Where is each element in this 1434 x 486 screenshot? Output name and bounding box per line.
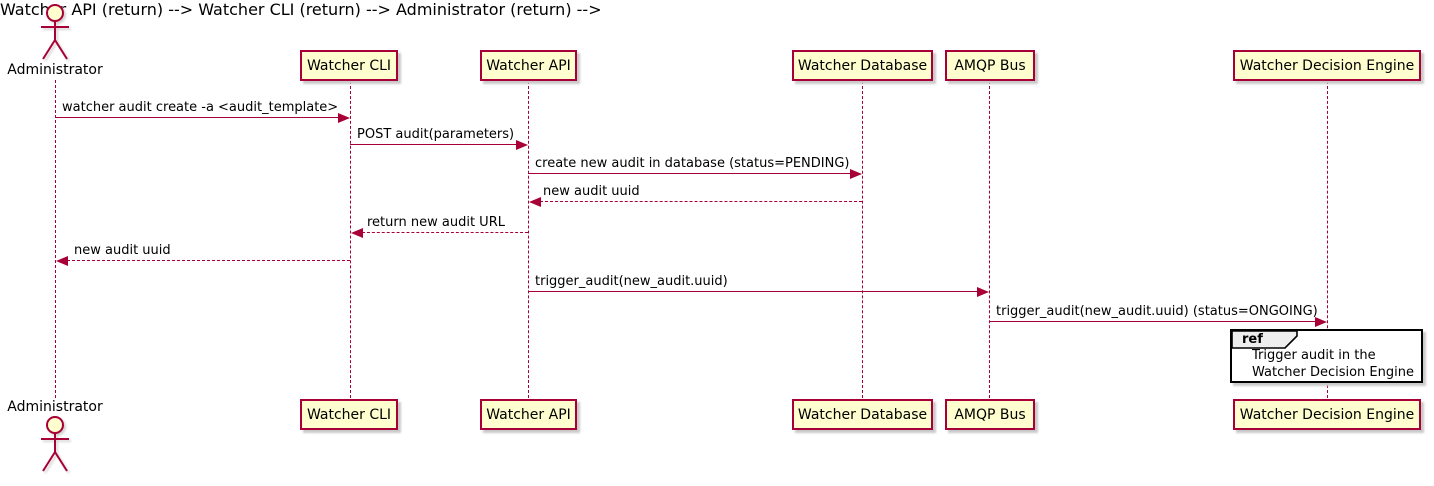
participant-amqp-bus-bottom: AMQP Bus xyxy=(945,399,1035,430)
message-label-return-audit-url: return new audit URL xyxy=(367,215,505,230)
message-label-new-audit-uuid: new audit uuid xyxy=(543,184,640,199)
arrowhead-right-icon xyxy=(338,113,350,123)
message-label-post-audit: POST audit(parameters) xyxy=(357,127,515,142)
message-line xyxy=(989,321,1316,322)
arrowhead-right-icon xyxy=(850,169,862,179)
message-line xyxy=(67,260,350,261)
ref-text-line-1: Trigger audit in the xyxy=(1252,348,1376,363)
message-line xyxy=(540,201,862,202)
lifeline-amqp-bus xyxy=(989,81,990,398)
message-label-trigger-audit: trigger_audit(new_audit.uuid) xyxy=(535,274,728,289)
arrowhead-right-icon xyxy=(1315,317,1327,327)
participant-amqp-bus-top: AMQP Bus xyxy=(945,50,1035,81)
participant-watcher-cli-top: Watcher CLI xyxy=(300,50,398,81)
actor-label-top: Administrator xyxy=(7,62,103,78)
message-line xyxy=(528,173,851,174)
participant-watcher-cli-bottom: Watcher CLI xyxy=(300,399,398,430)
message-line xyxy=(362,232,528,233)
lifeline-watcher-api xyxy=(528,81,529,398)
message-label-new-audit-uuid-admin: new audit uuid xyxy=(74,243,171,258)
arrowhead-left-icon xyxy=(351,228,363,238)
message-line xyxy=(528,291,978,292)
actor-label-bottom: Administrator xyxy=(7,399,103,415)
participant-watcher-decision-engine-top: Watcher Decision Engine xyxy=(1233,50,1421,81)
arrowhead-right-icon xyxy=(516,140,528,150)
ref-keyword: ref xyxy=(1242,332,1263,347)
message-label-create-audit-db: create new audit in database (status=PEN… xyxy=(535,156,850,171)
ref-label-pentagon xyxy=(1231,330,1298,349)
participant-watcher-api-top: Watcher API xyxy=(480,50,577,81)
participant-watcher-decision-engine-bottom: Watcher Decision Engine xyxy=(1233,399,1421,430)
message-line xyxy=(55,117,339,118)
participant-watcher-database-top: Watcher Database xyxy=(792,50,933,81)
message-label-trigger-audit-ongoing: trigger_audit(new_audit.uuid) (status=ON… xyxy=(996,304,1318,319)
lifeline-watcher-database xyxy=(862,81,863,398)
lifeline-administrator xyxy=(55,80,56,398)
message-line xyxy=(350,144,517,145)
actor-icon xyxy=(41,4,69,60)
actor-icon-bottom xyxy=(41,416,69,472)
arrowhead-left-icon xyxy=(56,256,68,266)
lifeline-watcher-cli xyxy=(350,81,351,398)
ref-fragment: ref Trigger audit in the Watcher Decisio… xyxy=(1230,329,1423,383)
arrowhead-right-icon xyxy=(977,287,989,297)
participant-watcher-database-bottom: Watcher Database xyxy=(792,399,933,430)
arrowhead-left-icon xyxy=(529,197,541,207)
ref-text-line-2: Watcher Decision Engine xyxy=(1252,365,1414,380)
message-label-audit-create: watcher audit create -a <audit_template> xyxy=(62,100,339,115)
participant-watcher-api-bottom: Watcher API xyxy=(480,399,577,430)
lifeline-watcher-decision-engine xyxy=(1327,81,1328,398)
